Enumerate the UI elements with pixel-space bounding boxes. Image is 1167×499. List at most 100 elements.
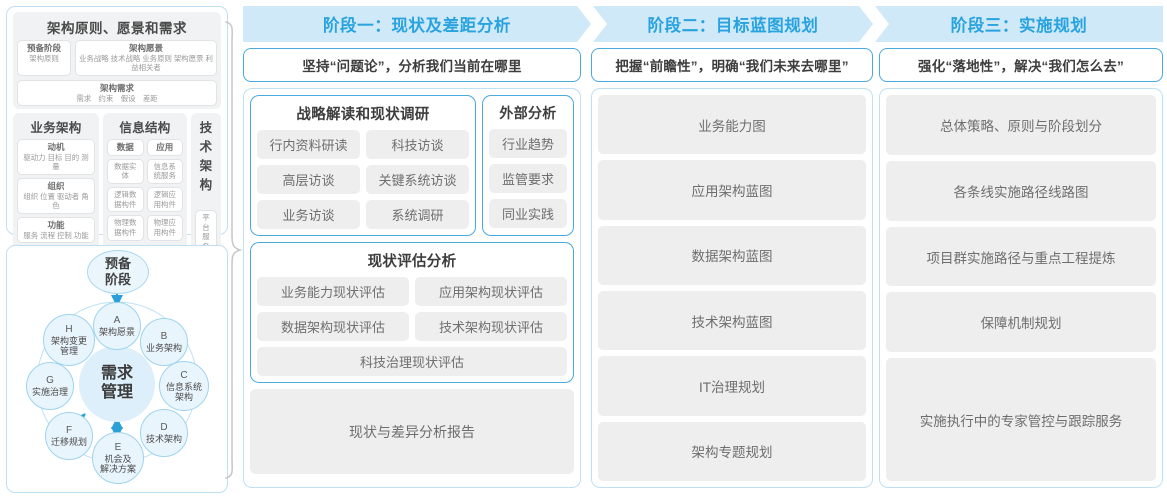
- adm-node-a-key: A: [113, 315, 121, 327]
- list-item[interactable]: 各条线实施路径线路图: [886, 160, 1156, 221]
- phase-1-panel: 战略解读和现状调研 行内资料研读 科技访谈 高层访谈 关键系统访谈: [243, 88, 581, 488]
- architecture-vision-box: 架构愿景 业务战略 技术战略 业务原则 架构愿景 利益相关者: [75, 40, 217, 76]
- adm-node-f-name: 迁移规划: [50, 436, 87, 447]
- list-item[interactable]: 技术架构蓝图: [598, 290, 866, 351]
- adm-cycle-card: 预备 阶段 需求 管理 A 架构愿景 B 业务架构 C 信息系统 架构 D 技术…: [6, 245, 228, 493]
- data-head-title: 数据: [116, 142, 134, 153]
- physical-app-label: 物理应用构件: [153, 218, 176, 237]
- adm-node-g-key: G: [46, 375, 54, 387]
- adm-node-b-key: B: [160, 331, 168, 343]
- pillar-business-header: 业务架构: [30, 121, 82, 136]
- phase-banner-2[interactable]: 阶段二：目标蓝图规划: [593, 6, 873, 42]
- list-item[interactable]: IT治理规划: [598, 356, 866, 416]
- list-item[interactable]: 同业实践: [489, 199, 567, 228]
- phase-banner-2-label: 阶段二：目标蓝图规划: [647, 17, 819, 35]
- phase-banner-1[interactable]: 阶段一：现状及差距分析: [243, 6, 591, 42]
- list-item[interactable]: 数据架构现状评估: [257, 312, 409, 341]
- physical-application-component-box: 物理应用构件: [146, 215, 183, 241]
- adm-node-h-key: H: [65, 324, 73, 336]
- phase-1-report-tile[interactable]: 现状与差异分析报告: [250, 389, 574, 474]
- phase-banner-row: 阶段一：现状及差距分析 阶段二：目标蓝图规划 阶段三：实施规划: [243, 6, 1163, 42]
- adm-node-g-name: 实施治理: [31, 386, 68, 397]
- information-system-service-box: 信息系统服务: [146, 158, 183, 184]
- phase-body-row: 战略解读和现状调研 行内资料研读 科技访谈 高层访谈 关键系统访谈: [243, 88, 1163, 488]
- adm-node-e: E 机会及 解决方案: [92, 432, 144, 484]
- group-external-analysis-header: 外部分析: [499, 105, 557, 121]
- list-item[interactable]: 数据架构蓝图: [598, 225, 866, 285]
- phases-area: 阶段一：现状及差距分析 阶段二：目标蓝图规划 阶段三：实施规划 坚持“问题论”，…: [243, 6, 1163, 493]
- list-item[interactable]: 科技访谈: [366, 130, 469, 159]
- phase-banner-3[interactable]: 阶段三：实施规划: [875, 6, 1163, 42]
- left-column: 架构原则、愿景和需求 预备阶段 架构原则 架构愿景 业务战略 技术战略 业务原则…: [6, 6, 228, 493]
- list-item[interactable]: 行业趋势: [489, 129, 567, 158]
- adm-node-g: G 实施治理: [26, 362, 74, 410]
- adm-node-h-name: 架构变更 管理: [50, 335, 87, 356]
- logical-data-component-box: 逻辑数据构件: [107, 187, 144, 213]
- requirements-title: 架构需求: [99, 82, 134, 93]
- pillar-tech-header: 技术架构: [199, 121, 213, 193]
- list-item[interactable]: 行内资料研读: [257, 130, 360, 159]
- list-item[interactable]: 架构专题规划: [598, 421, 866, 481]
- data-entity-label: 数据实体: [114, 161, 137, 181]
- table-row: 数据架构现状评估 技术架构现状评估: [257, 312, 567, 341]
- group-strategy-research: 战略解读和现状调研 行内资料研读 科技访谈 高层访谈 关键系统访谈: [250, 95, 476, 236]
- biz-motivation-title: 动机: [47, 142, 65, 153]
- biz-organization-sub: 组织 位置 驱动者 角色: [23, 191, 89, 211]
- prep-phase-title: 预备阶段: [26, 43, 61, 53]
- list-item[interactable]: 应用架构现状评估: [415, 277, 567, 306]
- logical-data-label: 逻辑数据构件: [114, 190, 137, 209]
- list-item[interactable]: 系统调研: [366, 200, 469, 229]
- biz-motivation-box: 动机 驱动力 目标 目的 测量: [17, 139, 95, 175]
- logical-application-component-box: 逻辑应用构件: [146, 187, 183, 213]
- adm-node-e-key: E: [114, 442, 122, 454]
- group-current-state-assessment-rows: 业务能力现状评估 应用架构现状评估 数据架构现状评估 技术架构现状评估 科技治理…: [257, 277, 567, 376]
- phase-banner-1-label: 阶段一：现状及差距分析: [322, 17, 512, 35]
- list-item[interactable]: 业务访谈: [257, 200, 360, 229]
- list-item[interactable]: 高层访谈: [257, 165, 360, 194]
- list-item[interactable]: 技术架构现状评估: [415, 312, 567, 341]
- group-strategy-research-rows: 行内资料研读 科技访谈 高层访谈 关键系统访谈 业务访谈 系统调研: [257, 130, 469, 229]
- biz-function-title: 功能: [47, 219, 65, 230]
- requirements-sub: 需求 约束 假设 差距: [76, 93, 158, 103]
- biz-function-sub: 服务 流程 控制 功能: [23, 230, 89, 240]
- vision-title: 架构愿景: [128, 43, 163, 53]
- list-item[interactable]: 监管要求: [489, 164, 567, 193]
- biz-function-box: 功能 服务 流程 控制 功能: [17, 216, 95, 244]
- biz-organization-title: 组织: [47, 181, 65, 191]
- list-item[interactable]: 保障机制规划: [886, 292, 1156, 353]
- list-item[interactable]: 业务能力图: [598, 95, 866, 155]
- phase-banner-3-label: 阶段三：实施规划: [950, 17, 1088, 35]
- list-item[interactable]: 实施执行中的专家管控与跟踪服务: [886, 358, 1156, 481]
- adm-node-c-name: 信息系统 架构: [165, 381, 202, 402]
- adm-node-c: C 信息系统 架构: [159, 361, 209, 411]
- list-item[interactable]: 关键系统访谈: [366, 165, 469, 194]
- togaf-title: 架构原则、愿景和需求: [47, 21, 187, 36]
- application-head-box: 应用: [146, 139, 183, 156]
- architecture-requirements-box: 架构需求 需求 约束 假设 差距: [17, 79, 217, 107]
- platform-service-box: 平台服务: [195, 210, 217, 255]
- data-head-box: 数据: [107, 139, 144, 156]
- phase-subtitle-1: 坚持“问题论”，分析我们当前在哪里: [243, 48, 581, 82]
- list-item[interactable]: 科技治理现状评估: [257, 347, 567, 376]
- group-external-analysis-rows: 行业趋势 监管要求 同业实践: [489, 129, 567, 228]
- table-row: 业务能力现状评估 应用架构现状评估: [257, 277, 567, 306]
- list-item[interactable]: 业务能力现状评估: [257, 277, 409, 306]
- list-item[interactable]: 应用架构蓝图: [598, 160, 866, 220]
- prep-phase-sub: 架构原则: [29, 53, 59, 63]
- phase-subtitle-2: 把握“前瞻性”，明确“我们未来去哪里”: [591, 48, 873, 82]
- adm-node-b: B 业务架构: [140, 318, 188, 366]
- adm-node-a-name: 架构愿景: [98, 326, 135, 337]
- phase-subtitle-row: 坚持“问题论”，分析我们当前在哪里 把握“前瞻性”，明确“我们未来去哪里” 强化…: [243, 48, 1163, 82]
- list-item[interactable]: 总体策略、原则与阶段划分: [886, 95, 1156, 155]
- group-external-analysis: 外部分析 行业趋势 监管要求 同业实践: [482, 95, 574, 236]
- info-system-service-label: 信息系统服务: [153, 161, 176, 181]
- list-item[interactable]: 项目群实施路径与重点工程提炼: [886, 226, 1156, 287]
- phase-2-panel: 业务能力图 应用架构蓝图 数据架构蓝图 技术架构蓝图 IT治理规划 架构专题规划: [591, 88, 873, 488]
- adm-center-requirements-management: 需求 管理: [79, 346, 155, 422]
- group-strategy-research-header: 战略解读和现状调研: [296, 107, 430, 123]
- data-entity-box: 数据实体: [107, 158, 144, 184]
- table-row: 行内资料研读 科技访谈: [257, 130, 469, 159]
- group-current-state-assessment-header: 现状评估分析: [367, 254, 457, 270]
- biz-organization-box: 组织 组织 位置 驱动者 角色: [17, 178, 95, 214]
